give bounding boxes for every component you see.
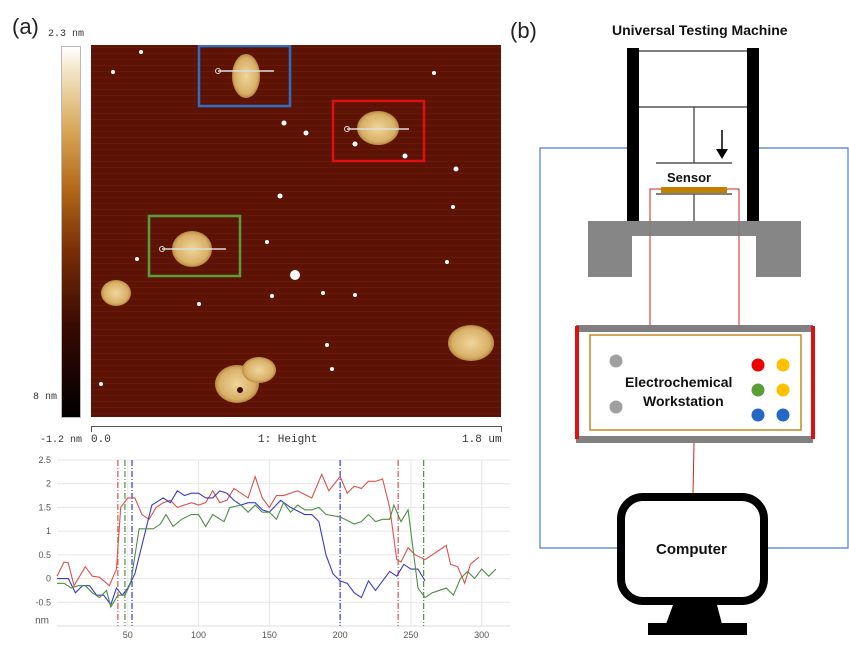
red-terminal bbox=[751, 358, 765, 372]
afm-background bbox=[91, 45, 501, 417]
x-tick-label: 100 bbox=[191, 630, 206, 640]
panel-b-label: (b) bbox=[510, 18, 537, 43]
height-profile-chart: 2.5 2 1.5 1 0.5 0 -0.5 50 100 150 200 250 300 nm bbox=[35, 455, 510, 640]
electrochemical-workstation bbox=[575, 325, 815, 443]
y-tick-label: 0.5 bbox=[38, 550, 51, 560]
machine-base bbox=[588, 221, 801, 277]
panel-a-label: (a) bbox=[12, 14, 39, 39]
y-tick-label: 2.5 bbox=[38, 455, 51, 465]
computer-label: Computer bbox=[656, 541, 727, 558]
y-tick-label: 0 bbox=[46, 574, 51, 584]
sensor bbox=[661, 187, 727, 193]
red-wire-right bbox=[727, 188, 740, 325]
arrow-down-icon bbox=[716, 130, 728, 159]
x-tick-label: 300 bbox=[474, 630, 489, 640]
x-tick-label: 200 bbox=[333, 630, 348, 640]
afm-height-image bbox=[91, 45, 501, 417]
x-tick-label: 150 bbox=[262, 630, 277, 640]
gray-knob bbox=[609, 400, 623, 414]
green-terminal bbox=[751, 383, 765, 397]
blue-wire-left bbox=[539, 147, 627, 549]
series-line-red bbox=[56, 472, 480, 588]
yellow-terminal bbox=[776, 383, 790, 397]
red-wire-left bbox=[649, 188, 661, 325]
computer-monitor-icon bbox=[617, 493, 768, 635]
gray-knob bbox=[609, 354, 623, 368]
setup-diagram bbox=[539, 48, 849, 635]
profile-box-green bbox=[147, 214, 242, 278]
scale-bar bbox=[91, 426, 502, 432]
right-pillar bbox=[747, 48, 759, 221]
left-pillar bbox=[627, 48, 639, 221]
colorbar-min-label: -1.2 nm bbox=[40, 435, 83, 446]
series-line-blue bbox=[57, 490, 426, 606]
workstation-label-line2: Workstation bbox=[643, 393, 724, 409]
scale-start: 0.0 bbox=[91, 434, 111, 446]
afm-particles bbox=[99, 50, 459, 386]
blue-terminal bbox=[776, 408, 790, 422]
afm-flakes bbox=[101, 54, 494, 403]
x-tick-label: 50 bbox=[123, 630, 133, 640]
workstation-label-line1: Electrochemical bbox=[625, 374, 733, 390]
y-tick-label: -0.5 bbox=[35, 597, 51, 607]
scale-end: 1.8 um bbox=[462, 434, 502, 446]
y-tick-label: 1 bbox=[46, 526, 51, 536]
y-axis-label: nm bbox=[35, 616, 49, 627]
yellow-terminal bbox=[776, 358, 790, 372]
scale-channel: 1: Height bbox=[258, 434, 318, 446]
profile-box-red bbox=[331, 99, 426, 163]
red-wire-computer bbox=[692, 442, 695, 495]
colorbar bbox=[61, 46, 81, 418]
series-line-green bbox=[57, 501, 497, 609]
y-tick-label: 2 bbox=[46, 479, 51, 489]
colorbar-max-label: 2.3 nm bbox=[48, 29, 85, 40]
y-tick-label: 1.5 bbox=[38, 502, 51, 512]
blue-terminal bbox=[751, 408, 765, 422]
profile-box-blue bbox=[197, 45, 292, 108]
colorbar-mid-label: 8 nm bbox=[33, 392, 58, 403]
sensor-label: Sensor bbox=[667, 170, 712, 185]
blue-wire-right bbox=[759, 147, 849, 549]
x-tick-label: 250 bbox=[403, 630, 418, 640]
machine-title: Universal Testing Machine bbox=[612, 22, 788, 38]
